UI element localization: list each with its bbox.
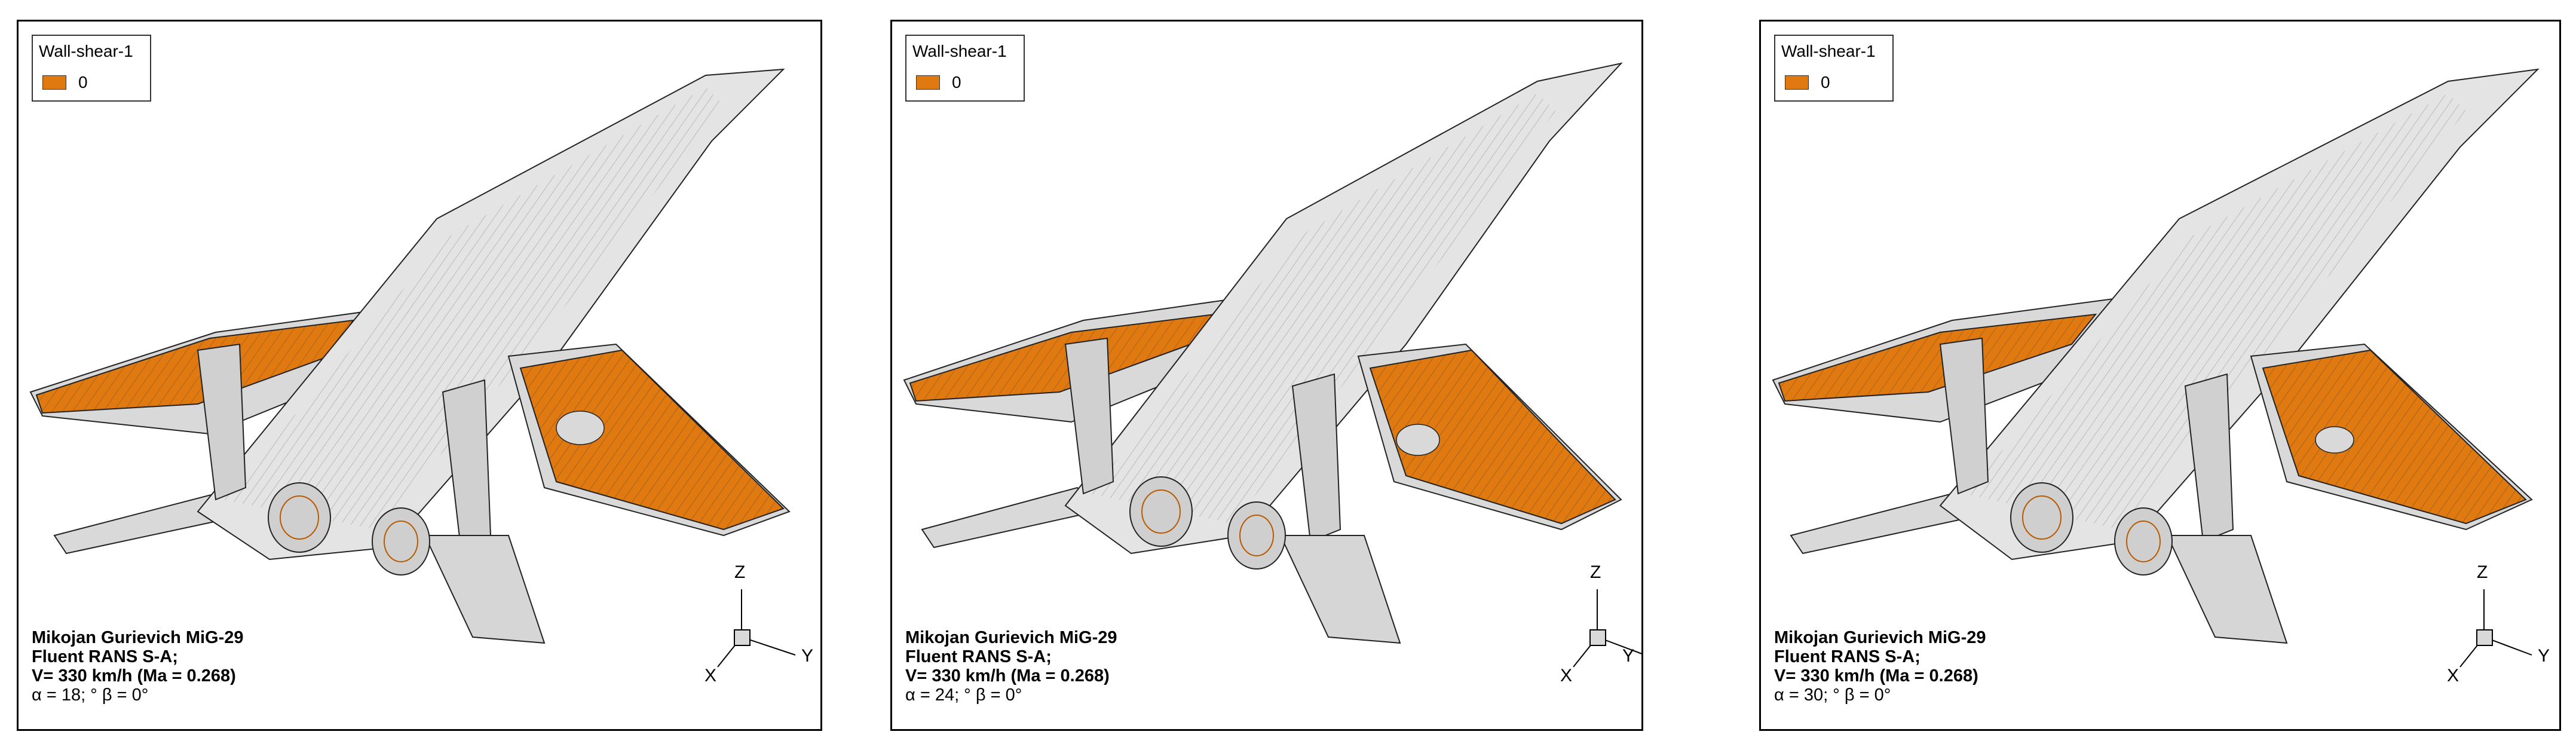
caption-angles: α = 30; ° β = 0° xyxy=(1774,685,1891,705)
axis-triad xyxy=(1573,589,1641,668)
legend-swatch xyxy=(916,75,940,90)
legend-title: Wall-shear-1 xyxy=(1781,42,1876,60)
axis-label-y: Y xyxy=(801,646,814,666)
caption-angles: α = 24; ° β = 0° xyxy=(905,685,1022,705)
legend: Wall-shear-1 0 xyxy=(905,35,1025,102)
caption: Mikojan Gurievich MiG-29 Fluent RANS S-A… xyxy=(905,628,1117,705)
legend-swatch xyxy=(1785,75,1809,90)
legend-value: 0 xyxy=(78,73,88,91)
axis-label-z: Z xyxy=(1590,562,1601,582)
aircraft-render xyxy=(29,68,796,668)
legend-value: 0 xyxy=(1821,73,1830,91)
legend-value: 0 xyxy=(952,73,961,91)
caption-aircraft: Mikojan Gurievich MiG-29 xyxy=(1774,628,1986,647)
caption-aircraft: Mikojan Gurievich MiG-29 xyxy=(905,628,1117,647)
axis-label-x: X xyxy=(1560,666,1573,685)
caption-angles: α = 18; ° β = 0° xyxy=(32,685,149,705)
aircraft-render xyxy=(1772,68,2540,668)
axis-label-y: Y xyxy=(2538,646,2550,666)
legend-title: Wall-shear-1 xyxy=(39,42,133,60)
legend-title: Wall-shear-1 xyxy=(912,42,1007,60)
figure-panel-2: Wall-shear-1 0 Z Y X Mikojan Gurievich M… xyxy=(890,20,1643,731)
figure-panel-3: Wall-shear-1 0 Z Y X Mikojan Gurievich M… xyxy=(1759,20,2561,731)
aircraft-render xyxy=(903,62,1641,668)
caption-velocity: V= 330 km/h (Ma = 0.268) xyxy=(905,666,1110,685)
caption-velocity: V= 330 km/h (Ma = 0.268) xyxy=(32,666,236,685)
legend-swatch xyxy=(42,75,66,90)
axis-label-z: Z xyxy=(734,562,746,582)
caption-aircraft: Mikojan Gurievich MiG-29 xyxy=(32,628,244,647)
legend: Wall-shear-1 0 xyxy=(1774,35,1894,102)
axis-label-y: Y xyxy=(1622,646,1635,666)
caption: Mikojan Gurievich MiG-29 Fluent RANS S-A… xyxy=(1774,628,1986,705)
caption: Mikojan Gurievich MiG-29 Fluent RANS S-A… xyxy=(32,628,244,705)
axis-label-x: X xyxy=(705,666,717,685)
axis-label-z: Z xyxy=(2477,562,2488,582)
axis-triad xyxy=(717,589,796,668)
caption-solver: Fluent RANS S-A; xyxy=(905,647,1052,666)
axis-label-x: X xyxy=(2447,666,2459,685)
figure-panel-1: Wall-shear-1 0 Z Y X Mikojan Gurievich M… xyxy=(17,20,822,731)
caption-solver: Fluent RANS S-A; xyxy=(32,647,178,666)
caption-solver: Fluent RANS S-A; xyxy=(1774,647,1920,666)
axis-triad xyxy=(2459,589,2532,668)
caption-velocity: V= 330 km/h (Ma = 0.268) xyxy=(1774,666,1978,685)
legend: Wall-shear-1 0 xyxy=(32,35,151,102)
